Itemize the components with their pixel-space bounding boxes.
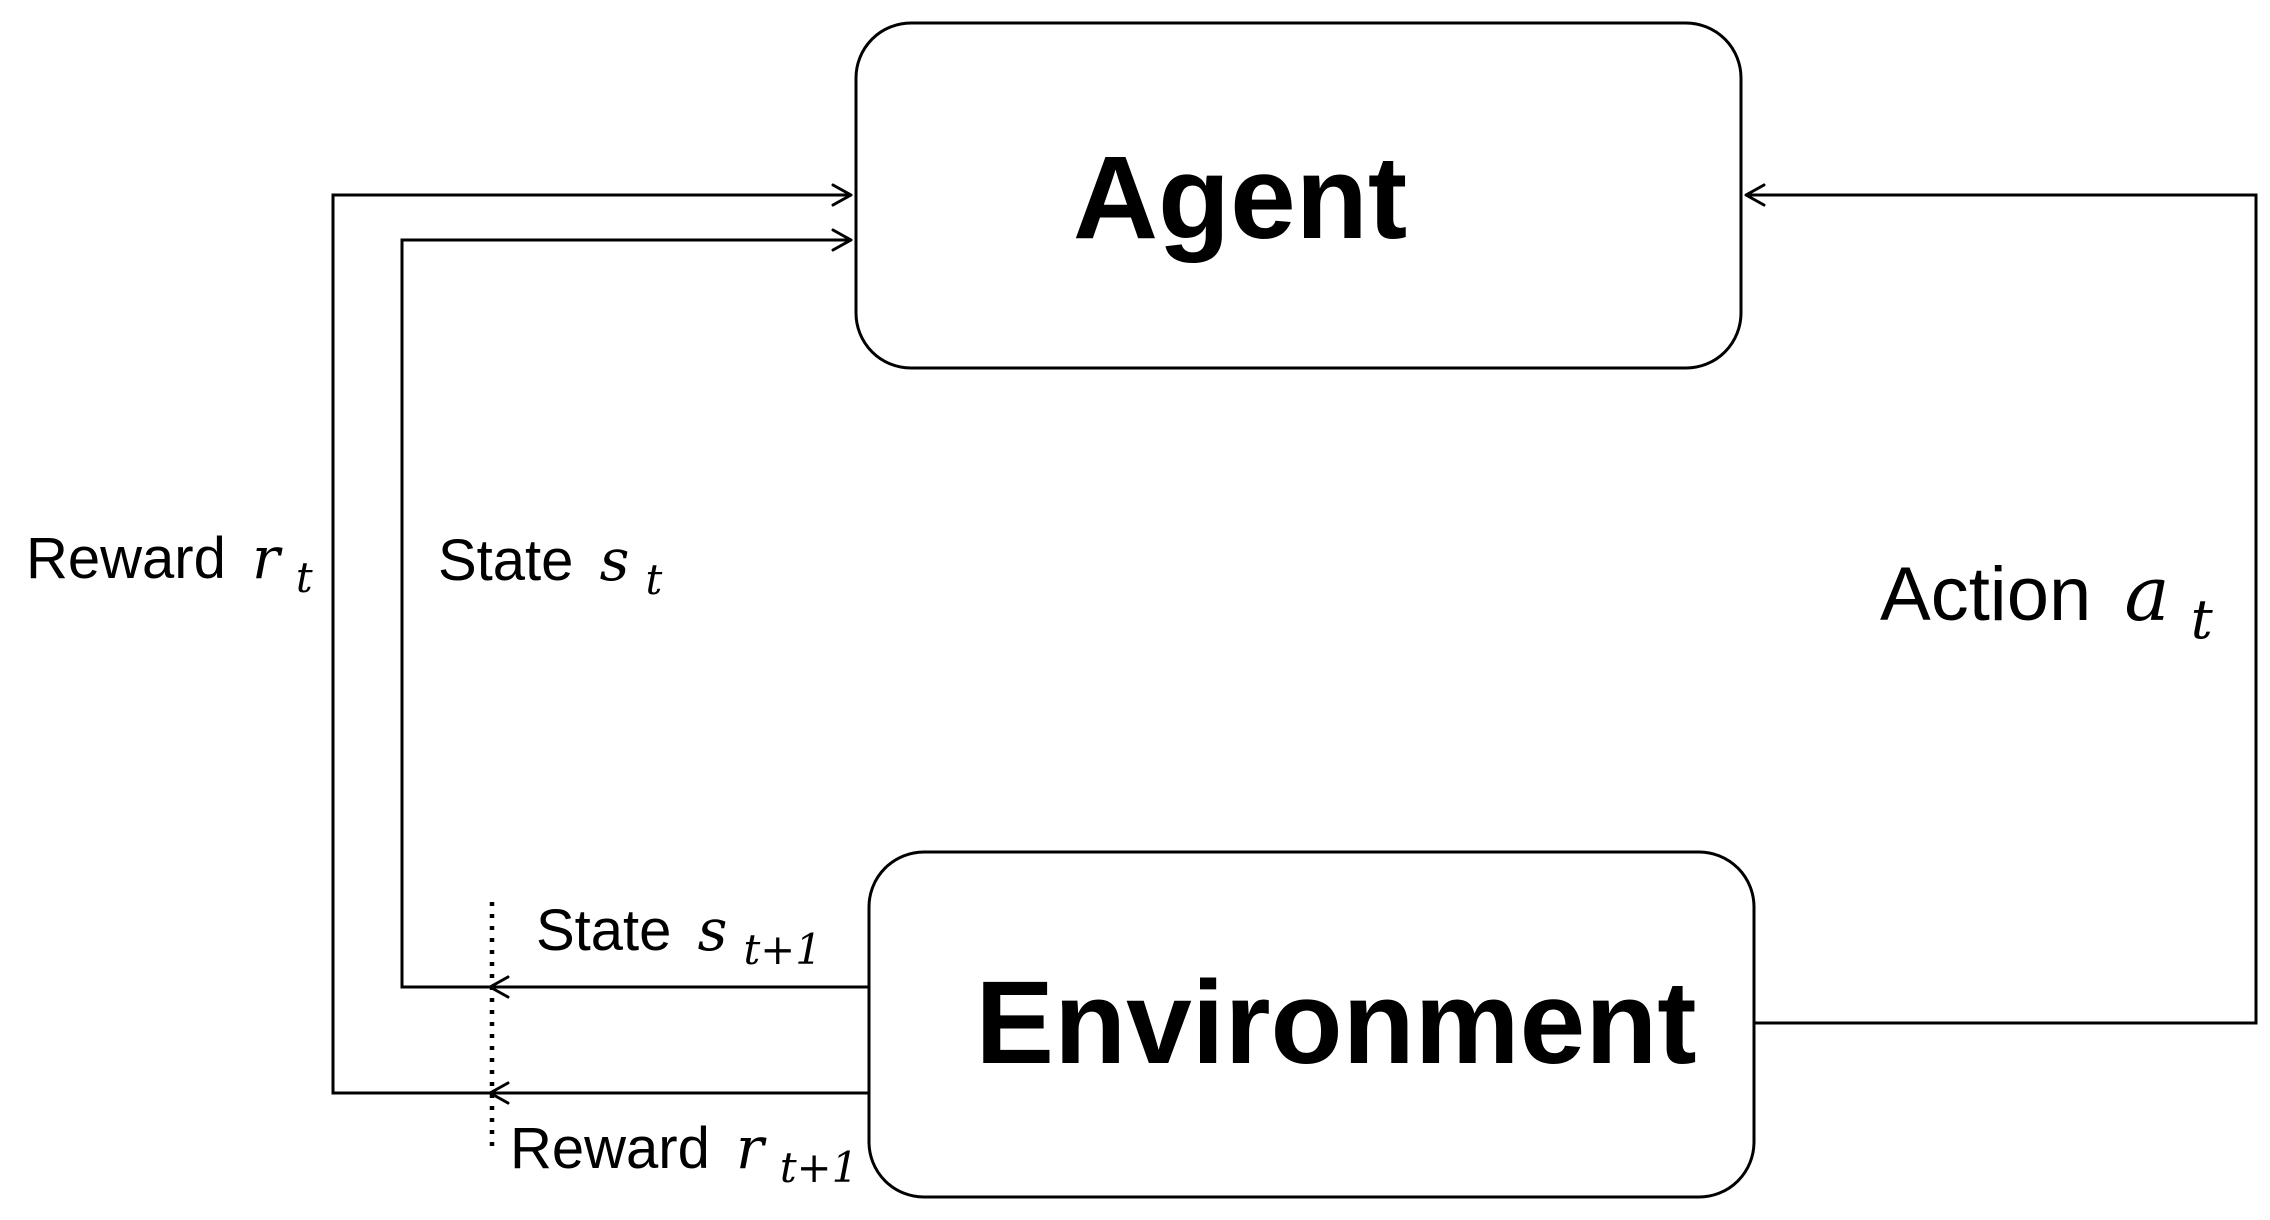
- action-t-subscript: t: [2191, 587, 2214, 651]
- action-t-label: Action a t: [1880, 549, 2214, 651]
- state-t-connector: [400, 238, 869, 989]
- action-arrowhead: [1744, 183, 1766, 207]
- state-t1-subscript: t+1: [743, 925, 821, 974]
- reward-t-subscript: t: [296, 553, 313, 602]
- reward-t-arrowhead-agent: [831, 183, 853, 207]
- reward-t1-label: Reward r t+1: [510, 1114, 858, 1192]
- state-t1-word: State: [536, 898, 671, 963]
- state-t-edge: [400, 228, 869, 999]
- state-t1-symbol: s: [698, 896, 728, 964]
- reward-t1-subscript: t+1: [780, 1143, 858, 1192]
- action-t-word: Action: [1880, 552, 2091, 637]
- reward-t1-arrowhead: [488, 1081, 510, 1105]
- state-t-symbol: s: [600, 526, 630, 594]
- reward-t-edge: [331, 183, 869, 1105]
- reward-t-label: Reward r t: [26, 524, 313, 602]
- agent-title: Agent: [1073, 132, 1407, 264]
- reward-t1-symbol: r: [736, 1114, 767, 1182]
- state-t-label: State s t: [438, 526, 662, 604]
- state-t-arrowhead-agent: [831, 228, 853, 252]
- state-t-word: State: [438, 528, 573, 593]
- agent-node: Agent: [854, 21, 1743, 370]
- reward-t-word: Reward: [26, 526, 226, 591]
- reward-t-symbol: r: [252, 524, 283, 592]
- state-t1-label: State s t+1: [536, 896, 822, 974]
- environment-node: Environment: [867, 850, 1756, 1199]
- action-edge: [1744, 183, 2258, 1025]
- action-t-symbol: a: [2124, 549, 2169, 638]
- agent-box: [854, 21, 1743, 370]
- reward-t1-word: Reward: [510, 1116, 710, 1181]
- reward-t-connector: [331, 193, 869, 1095]
- action-connector: [1746, 193, 2258, 1025]
- environment-box: [867, 850, 1756, 1199]
- state-t-subscript: t: [645, 555, 662, 604]
- environment-title: Environment: [975, 957, 1696, 1089]
